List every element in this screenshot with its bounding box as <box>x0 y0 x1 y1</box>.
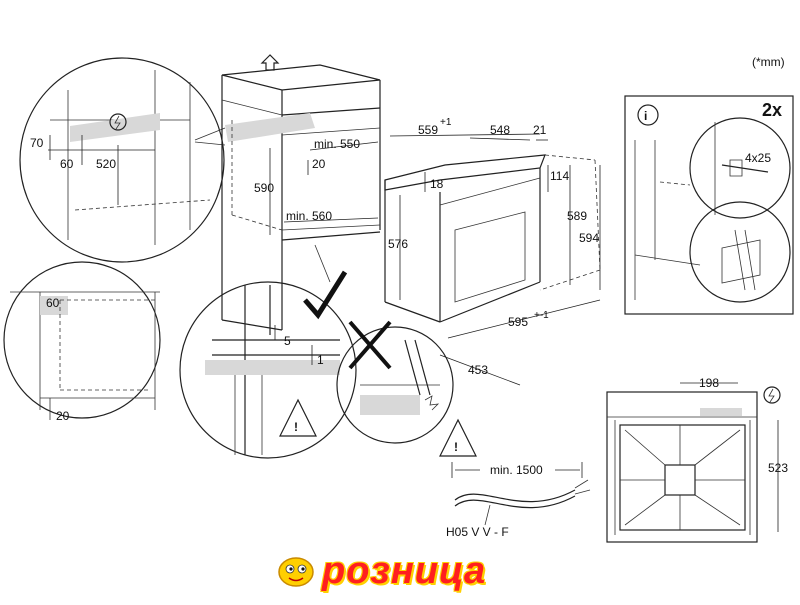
dim-70: 70 <box>30 136 44 150</box>
dim-20-cabinet: 20 <box>312 157 326 171</box>
detail-circle-correct <box>179 270 357 459</box>
dim-60-top: 60 <box>60 157 74 171</box>
info-icon <box>637 104 659 126</box>
quantity-label: 2x <box>762 100 782 120</box>
dim-min-550: min. 550 <box>314 137 360 151</box>
info-box <box>624 95 794 315</box>
warning-icon-1 <box>279 398 317 437</box>
up-arrow-icon <box>260 54 280 71</box>
detail-circle-bottom <box>3 261 161 420</box>
dim-523: 523 <box>768 461 788 475</box>
warning-mark-2: ! <box>454 440 458 454</box>
dim-198: 198 <box>699 376 719 390</box>
impact-icon <box>424 395 440 411</box>
check-mark-icon <box>303 270 348 320</box>
brand-logo-text: розница <box>322 550 487 592</box>
oven-front-drawing <box>606 382 781 543</box>
dim-20-bottom: 20 <box>56 409 70 423</box>
info-mark: i <box>644 109 647 123</box>
dim-589: 589 <box>567 209 587 223</box>
cable-drawing <box>451 462 591 526</box>
dim-520: 520 <box>96 157 116 171</box>
mascot-icon <box>278 557 314 587</box>
detail-circle-top <box>19 57 225 263</box>
cross-mark-icon <box>348 320 392 370</box>
screw-icon <box>729 159 743 177</box>
dim-21: 21 <box>533 123 547 137</box>
dim-min-560: min. 560 <box>286 209 332 223</box>
dim-5: 5 <box>284 334 291 348</box>
unit-note: (*mm) <box>752 55 785 69</box>
dim-1: 1 <box>317 353 324 367</box>
cable-type-label: H05 V V - F <box>446 525 509 539</box>
oven-drawing <box>384 133 601 386</box>
dim-559-tolerance: +1 <box>440 117 452 128</box>
dim-114: 114 <box>550 169 569 183</box>
dim-559: 559 <box>418 123 438 137</box>
cabinet-drawing <box>221 54 381 331</box>
electric-point-icon-2 <box>763 386 781 404</box>
dim-590: 590 <box>254 181 274 195</box>
dim-595: 595 <box>508 315 528 329</box>
warning-icon-2 <box>439 418 477 457</box>
dim-576: 576 <box>388 237 408 251</box>
screw-size-label: 4x25 <box>745 151 771 165</box>
dim-453: 453 <box>468 363 488 377</box>
electric-point-icon <box>109 113 127 131</box>
dim-548: 548 <box>490 123 510 137</box>
brand-logo: розница <box>270 548 540 594</box>
cable-min-length: min. 1500 <box>490 463 543 477</box>
dim-594: 594 <box>579 231 599 245</box>
dim-60-bottom: 60 <box>46 296 60 310</box>
dim-18: 18 <box>430 177 444 191</box>
dim-595-tolerance: +-1 <box>534 310 549 321</box>
detail-circle-wrong <box>336 320 454 444</box>
warning-mark-1: ! <box>294 420 298 434</box>
